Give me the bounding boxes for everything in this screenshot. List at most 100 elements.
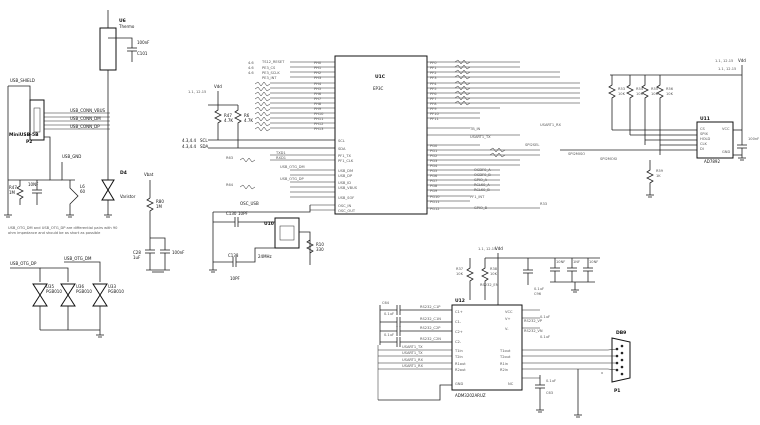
usb-note-text: USB_OTG_DM and USB_OTG_DP are differenti… (8, 226, 118, 235)
vcc-label-3: Vdd (495, 246, 503, 251)
svg-text:4.6: 4.6 (248, 61, 254, 65)
svg-text:USB_ID: USB_ID (338, 181, 351, 185)
vcc-label-2: Vdd (738, 58, 746, 63)
svg-text:OCDF0_A: OCDF0_A (474, 168, 491, 172)
svg-text:RS232_VP: RS232_VP (524, 319, 543, 323)
svg-text:10NF: 10NF (556, 260, 565, 264)
vref-2: 1.1, 12.15 (715, 59, 733, 63)
svg-text:PF1_CLK: PF1_CLK (338, 159, 354, 163)
usb-connector-block: USB_SHIELD MiniUSB-5B P2 USB_CONN_VBUS U… (4, 78, 110, 218)
u12-ref: U12 (455, 298, 465, 304)
svg-text:10K: 10K (618, 92, 626, 96)
svg-text:PE3_CS: PE3_CS (262, 66, 276, 70)
svg-text:OSC_USB: OSC_USB (240, 201, 259, 206)
svg-text:0.1uF: 0.1uF (540, 315, 550, 319)
svg-text:RS232_VN: RS232_VN (524, 329, 543, 333)
svg-text:SPIX: SPIX (700, 132, 709, 136)
svg-text:USB_DM: USB_DM (338, 169, 353, 173)
svg-text:V+: V+ (505, 317, 510, 321)
svg-text:10K: 10K (651, 92, 659, 96)
u11-chip (696, 121, 734, 159)
svg-text:PF1_INT: PF1_INT (470, 195, 485, 199)
tvs-1-value: PGB010 (46, 289, 62, 294)
svg-text:PF4: PF4 (430, 82, 437, 86)
svg-text:USART1_TX: USART1_TX (402, 351, 423, 355)
vref-1: 1.1, 12.15 (188, 90, 206, 94)
svg-text:0.1uF: 0.1uF (540, 335, 550, 339)
svg-text:USB_DP: USB_DP (338, 174, 353, 178)
svg-text:PH1: PH1 (314, 66, 321, 70)
svg-text:0.1uF: 0.1uF (534, 287, 544, 291)
svg-text:C63: C63 (546, 391, 553, 395)
svg-text:RS232_EN: RS232_EN (480, 283, 499, 287)
svg-text:RS232_C2P: RS232_C2P (420, 326, 441, 330)
svg-text:1K: 1K (656, 174, 661, 178)
thermo-varistor-block: U6 Thermo 100nF C101 D4 Varistor (99, 10, 150, 218)
db9-ref: P1 (614, 388, 620, 394)
tvs-2-value: PGB010 (76, 289, 92, 294)
svg-text:PH7: PH7 (314, 97, 321, 101)
svg-text:PH2: PH2 (314, 71, 321, 75)
svg-text:PH4: PH4 (314, 82, 322, 86)
svg-text:PG0: PG0 (430, 144, 438, 148)
svg-text:PG9: PG9 (430, 189, 438, 193)
fpga-chip: U1C EP3C 4.6 4.6 4.6 TS12_RESET PE3_CS P… (226, 55, 580, 215)
svg-text:C2+: C2+ (455, 330, 463, 334)
svg-text:USB_CONN_DM: USB_CONN_DM (70, 116, 101, 121)
u12-value: ADM3202ARUZ (455, 393, 486, 398)
svg-text:C96: C96 (534, 292, 542, 296)
u10-ref: U10 (264, 221, 274, 227)
svg-text:PH0: PH0 (314, 61, 322, 65)
svg-text:OSC_OUT: OSC_OUT (338, 209, 356, 213)
svg-text:TS12_RESET: TS12_RESET (261, 60, 285, 64)
svg-text:0.1uF: 0.1uF (546, 379, 556, 383)
svg-text:PE3_SCLK: PE3_SCLK (262, 71, 280, 75)
svg-text:V-: V- (505, 327, 509, 331)
svg-text:100nF: 100nF (748, 137, 759, 141)
svg-text:PH5: PH5 (314, 87, 321, 91)
svg-text:R59: R59 (656, 169, 664, 173)
svg-text:USB_CONN_DP: USB_CONN_DP (70, 124, 100, 129)
svg-text:C28: C28 (133, 250, 141, 255)
svg-text:PF8: PF8 (430, 102, 437, 106)
svg-text:PF10: PF10 (430, 112, 440, 116)
svg-text:PG8: PG8 (430, 184, 438, 188)
svg-text:10NF: 10NF (589, 260, 598, 264)
svg-text:0.1uF: 0.1uF (384, 333, 394, 337)
svg-text:CS: CS (700, 127, 706, 131)
svg-text:PH3: PH3 (314, 76, 321, 80)
usb-shield-net-label: USB_SHIELD (10, 78, 35, 83)
svg-text:C64: C64 (382, 301, 390, 305)
svg-text:GND: GND (722, 150, 730, 154)
svg-text:R10: R10 (316, 242, 324, 247)
vref-4: 1.1, 12.15 (718, 67, 736, 71)
usb-conn-ref: P2 (26, 139, 32, 145)
r80-value: 1M (156, 204, 163, 209)
svg-text:1NF: 1NF (573, 260, 580, 264)
tvs-1-ref: U35 (46, 284, 54, 289)
svg-text:USB_VBUS: USB_VBUS (338, 186, 358, 190)
fpga-value: EP3C (373, 86, 383, 91)
u11-value: AD7892 (704, 159, 720, 164)
usart1-rx-label: USART1_RX (402, 358, 423, 362)
svg-text:RS232_C1N: RS232_C1N (420, 317, 441, 321)
svg-text:PF1_TX: PF1_TX (338, 154, 352, 158)
svg-text:4.7K: 4.7K (224, 118, 233, 123)
fpga-ref: U1C (375, 74, 386, 80)
svg-text:10K: 10K (666, 92, 674, 96)
svg-text:PF6: PF6 (430, 92, 437, 96)
svg-text:USB_OTG_DP: USB_OTG_DP (280, 177, 305, 181)
svg-text:PG2: PG2 (430, 154, 437, 158)
svg-text:USART1_TX: USART1_TX (470, 135, 491, 139)
i2c-pullups: 1.1, 12.15 Vdd R47 4.7K R6 4.7K 4.3,4.4 … (182, 84, 335, 149)
usb-otg-dm-label: USB_OTG_DM (64, 256, 92, 261)
svg-text:PH8: PH8 (314, 102, 322, 106)
svg-text:RCLK0_A: RCLK0_A (474, 183, 490, 187)
svg-text:T1out: T1out (499, 349, 511, 353)
svg-text:R56: R56 (666, 87, 674, 91)
svg-text:GPIO_A: GPIO_A (474, 178, 488, 182)
svg-text:R53: R53 (618, 87, 625, 91)
svg-text:R37: R37 (456, 267, 463, 271)
svg-text:PG4: PG4 (430, 164, 438, 168)
usb-conn-value: MiniUSB-5B (9, 132, 39, 138)
